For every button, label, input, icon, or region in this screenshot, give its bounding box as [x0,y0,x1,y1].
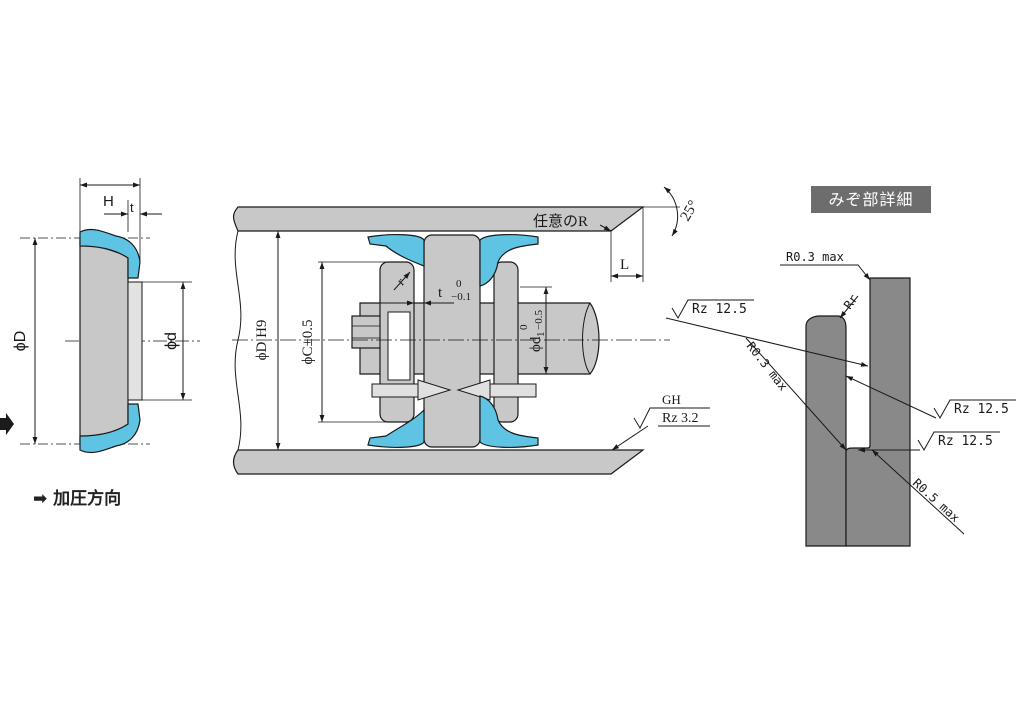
piston-plate-right [493,261,519,423]
dim-l-label: L [620,257,629,273]
dim-t-label: t [438,285,443,301]
seal-top-left [367,234,425,267]
gh-label: GH [662,392,681,407]
cylinder-wall-bottom [232,449,645,475]
seal-top-right [479,234,539,287]
dim-phi-d-inner-label: ϕd [163,332,180,350]
rz-3-2-label: Rz 3.2 [662,411,699,426]
dim-t-label: t [130,200,134,215]
dim-h-label: H [103,193,114,210]
detail-rz-right1-label: Rz 12.5 [954,402,1009,417]
piston-hub [423,234,481,448]
dim-phi-d-outer-label: ϕD [12,331,29,352]
detail-inner-part [805,315,847,547]
seal-bottom-left [367,408,425,448]
seal-lip-upper [79,228,141,279]
dim-t-lower-tol: −0.1 [451,291,471,303]
dim-phi-d-h9-label: ϕD H9 [254,320,270,361]
pressure-arrow-icon [0,413,14,435]
groove-detail: R0.3 max Rr Rz 12.5 R0.3 max Rz 12.5 Rz … [665,250,1016,547]
seal-bottom-right [479,395,539,448]
dim-phi-d1-label: ϕd [528,336,544,352]
dim-phi-c-label: ϕC±0.5 [300,320,316,365]
piston-assembly: 任意のR 25° L ϕD H9 ϕC±0.5 r t 0 −0.1 ϕd 1 … [232,186,710,475]
detail-outer-part [845,277,911,547]
angle-label: 25° [678,198,702,224]
seal-metal-body [79,239,129,443]
pressure-direction-label: 加圧方向 [53,489,122,509]
dim-d1-lower-tol: −0.5 [533,310,545,330]
detail-r03-diag-label: R0.3 max [744,339,791,393]
dim-d1-upper-tol: 0 [518,324,530,330]
cylinder-wall-top [232,206,645,232]
dim-t-upper-tol: 0 [456,278,462,290]
any-r-label: 任意のR [533,212,588,230]
detail-rz-left-label: Rz 12.5 [692,302,747,317]
pressure-legend: ➡ 加圧方向 [33,484,121,509]
detail-rr-label: Rr [841,292,861,312]
detail-title-badge: みぞ部詳細 [811,186,931,213]
seal-cross-section: H t ϕD ϕd [12,178,200,454]
bolt-left [371,383,419,398]
detail-r05-label: R0.5 max [910,476,962,525]
bolt-right [489,383,537,398]
arrow-right-icon: ➡ [33,489,48,509]
seal-lip-lower [79,403,141,454]
detail-r03-top-label: R0.3 max [786,250,844,264]
dim-phi-d1-subscript: 1 [535,332,547,338]
detail-rz-right2-label: Rz 12.5 [938,434,993,449]
